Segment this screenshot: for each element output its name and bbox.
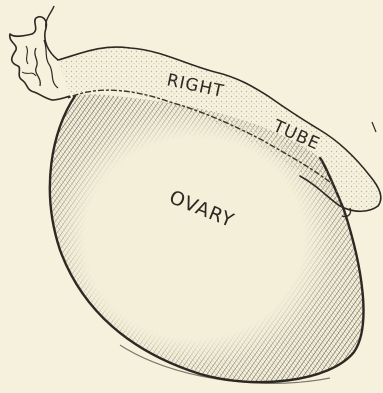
fimbriae-shape <box>10 6 70 100</box>
